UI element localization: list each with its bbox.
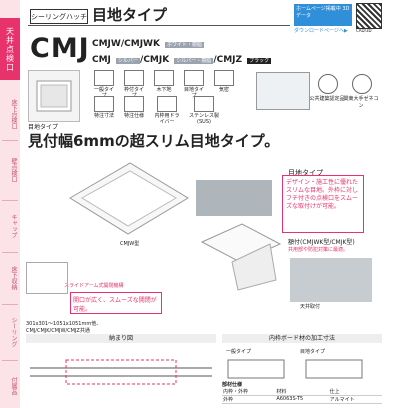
feature-icons: 一般タイプ 枠付タイプ 木下地 目地タイプ 気密 [92, 70, 236, 99]
thumbnail-label: 目地タイプ [28, 124, 59, 131]
rail-tab-5[interactable]: シーリング [10, 317, 17, 347]
variant-name: /CMJK [140, 55, 170, 65]
feature-item: 特注仕様 [122, 96, 146, 125]
feature-item: 枠付タイプ [122, 70, 146, 99]
callout-label: 額付(CMJWK型/CMJK型) [288, 239, 355, 246]
rail-divider [2, 252, 18, 253]
slide-body: 開口が広く、スムーズな開閉が可能。 [70, 292, 162, 314]
rail-tab-active[interactable]: 天井点検口 [0, 18, 20, 80]
rail-tab-2[interactable]: 壁点検口 [10, 158, 17, 182]
rail-tab-1[interactable]: 床下点検口 [10, 99, 17, 129]
rail-divider [2, 304, 18, 305]
category-rail [0, 0, 20, 408]
hatch-thumbnail-icon [36, 80, 72, 112]
ceiling-caption: 天井取付 [300, 304, 321, 310]
ceiling-photo [196, 180, 272, 216]
variant-tag: シルバー [116, 58, 141, 64]
download-link[interactable]: ダウンロードページへ▶ [294, 28, 348, 34]
example-photo [256, 72, 310, 110]
public-building-seal-icon [318, 74, 338, 94]
feature-item: 木下地 [152, 70, 176, 99]
product-model: CMJ [30, 33, 90, 64]
subsection-a: 一般タイプ [226, 349, 252, 355]
slide-arm-illustration-icon [200, 223, 282, 291]
airtight-icon [214, 70, 234, 86]
feature-item: 特注寸法 [92, 96, 116, 125]
sizes-thumbnail [26, 262, 68, 294]
variant-list: CMJW/CMJWK ホワイト・樹脂 CMJ シルバー/CMJK シルバー・樹脂… [92, 35, 272, 67]
download-promo[interactable]: ホームページ掲載中 3Dデータ [294, 4, 352, 26]
ceiling-install-photo [290, 258, 372, 302]
rail-tab-4[interactable]: 床下収納 [10, 266, 17, 290]
rail-divider [2, 200, 18, 201]
qr-code-icon[interactable] [356, 3, 382, 29]
variant-name: /CMJWK [120, 39, 160, 49]
callout-title: 目地タイプ [286, 168, 325, 178]
feature-item: 気密 [212, 70, 236, 99]
rail-tab-6[interactable]: 付属品 [10, 377, 17, 395]
driver-icon [157, 96, 177, 112]
feature-item: 目地タイプ [182, 70, 206, 99]
slide-title: スライドアーム式開閉機構 [64, 283, 124, 289]
table-header-row: 内枠・外枠材料仕上 [222, 388, 382, 396]
section-drawing-icon [30, 359, 212, 385]
variant-tag: ホワイト・樹脂 [165, 42, 205, 48]
subsection-b: 目地タイプ [300, 349, 326, 355]
variant-tag: シルバー・樹脂 [174, 58, 214, 64]
callout-box: デザイン・施工性に優れたスリムな目地。外枠に対しフチ付きの点検口をスムーズな取付… [282, 175, 364, 233]
main-caption: CMJW型 [120, 241, 140, 247]
framed-type-icon [124, 70, 144, 86]
general-type-icon [94, 70, 114, 86]
stainless-icon [194, 96, 214, 112]
feature-item: ステンレス製 (SUS) [188, 96, 220, 125]
category-badge: シーリングハッチ [30, 9, 88, 24]
section-header-right: 内枠ボード材の加工寸法 [222, 334, 382, 343]
joint-type-icon [184, 70, 204, 86]
seal-label: 関東大手ゼネコン [343, 96, 379, 109]
custom-size-icon [94, 96, 114, 112]
sizes-caption: 301x301〜1051x1051mm他、CMJ/CMJK/CMJW/CMJZ共… [26, 321, 102, 334]
hatch-illustration-icon [69, 162, 189, 235]
variant-name: CMJW [92, 39, 121, 49]
custom-spec-icon [124, 96, 144, 112]
feature-icons-2: 特注寸法 特注仕様 内枠用ドライバー ステンレス製 (SUS) [92, 96, 220, 125]
variant-name: CMJ [92, 55, 111, 65]
variant-name: /CMJZ [213, 55, 243, 65]
materials-title: 部材仕様 [222, 382, 243, 388]
section-header-left: 納まり図 [26, 334, 216, 343]
feature-item: 内枠用ドライバー [152, 96, 182, 125]
variant-tag: ブラック [247, 58, 272, 64]
header-divider [28, 25, 290, 26]
rail-divider [2, 360, 18, 361]
contractor-seal-icon [352, 74, 372, 94]
category-title: 目地タイプ [92, 6, 168, 24]
rail-divider [2, 140, 18, 141]
callout-desc: 共用部や防犯対策に最適。 [288, 247, 349, 253]
qr-label: CAD/3D [356, 28, 372, 33]
headline: 見付幅6mmの超スリム目地タイプ。 [28, 132, 280, 150]
board-dimension-icon [227, 359, 363, 379]
wood-base-icon [154, 70, 174, 86]
rail-tab-3[interactable]: キャップ [10, 214, 17, 238]
seal-label: 公共建築認定品 [309, 96, 345, 102]
feature-item: 一般タイプ [92, 70, 116, 99]
product-thumbnail [28, 70, 80, 122]
